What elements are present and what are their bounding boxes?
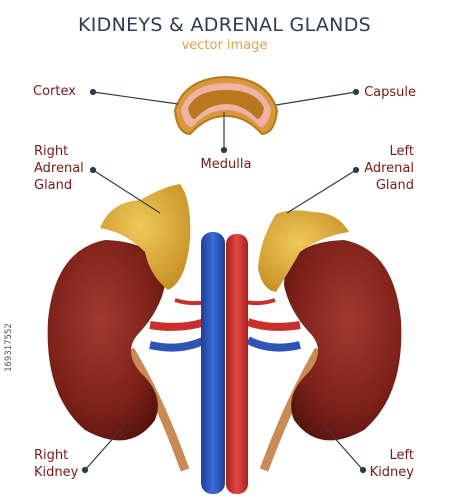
vena-cava: [201, 232, 225, 494]
aorta: [226, 234, 248, 494]
page-title: KIDNEYS & ADRENAL GLANDS: [78, 14, 371, 36]
callout-lines: [81, 88, 367, 474]
renal-vessels: [149, 298, 301, 352]
left-kidney: [284, 240, 402, 441]
label-medulla: Medulla: [200, 157, 252, 172]
right-ureter: [126, 347, 190, 472]
right-kidney: [47, 240, 166, 441]
left-adrenal-gland: [258, 210, 349, 292]
adrenal-cross-section: [173, 75, 279, 136]
page-subtitle: vector image: [181, 38, 268, 53]
label-left-kidney: Left Kidney: [369, 448, 414, 480]
side-credit: 169317552: [4, 323, 14, 372]
label-cortex: Cortex: [33, 84, 76, 99]
label-right-adrenal-gland: Right Adrenal Gland: [34, 144, 84, 193]
right-adrenal-gland: [100, 184, 191, 290]
label-right-kidney: Right Kidney: [34, 448, 79, 480]
left-ureter: [259, 347, 323, 472]
label-capsule: Capsule: [364, 85, 416, 100]
label-left-adrenal-gland: Left Adrenal Gland: [364, 144, 414, 193]
